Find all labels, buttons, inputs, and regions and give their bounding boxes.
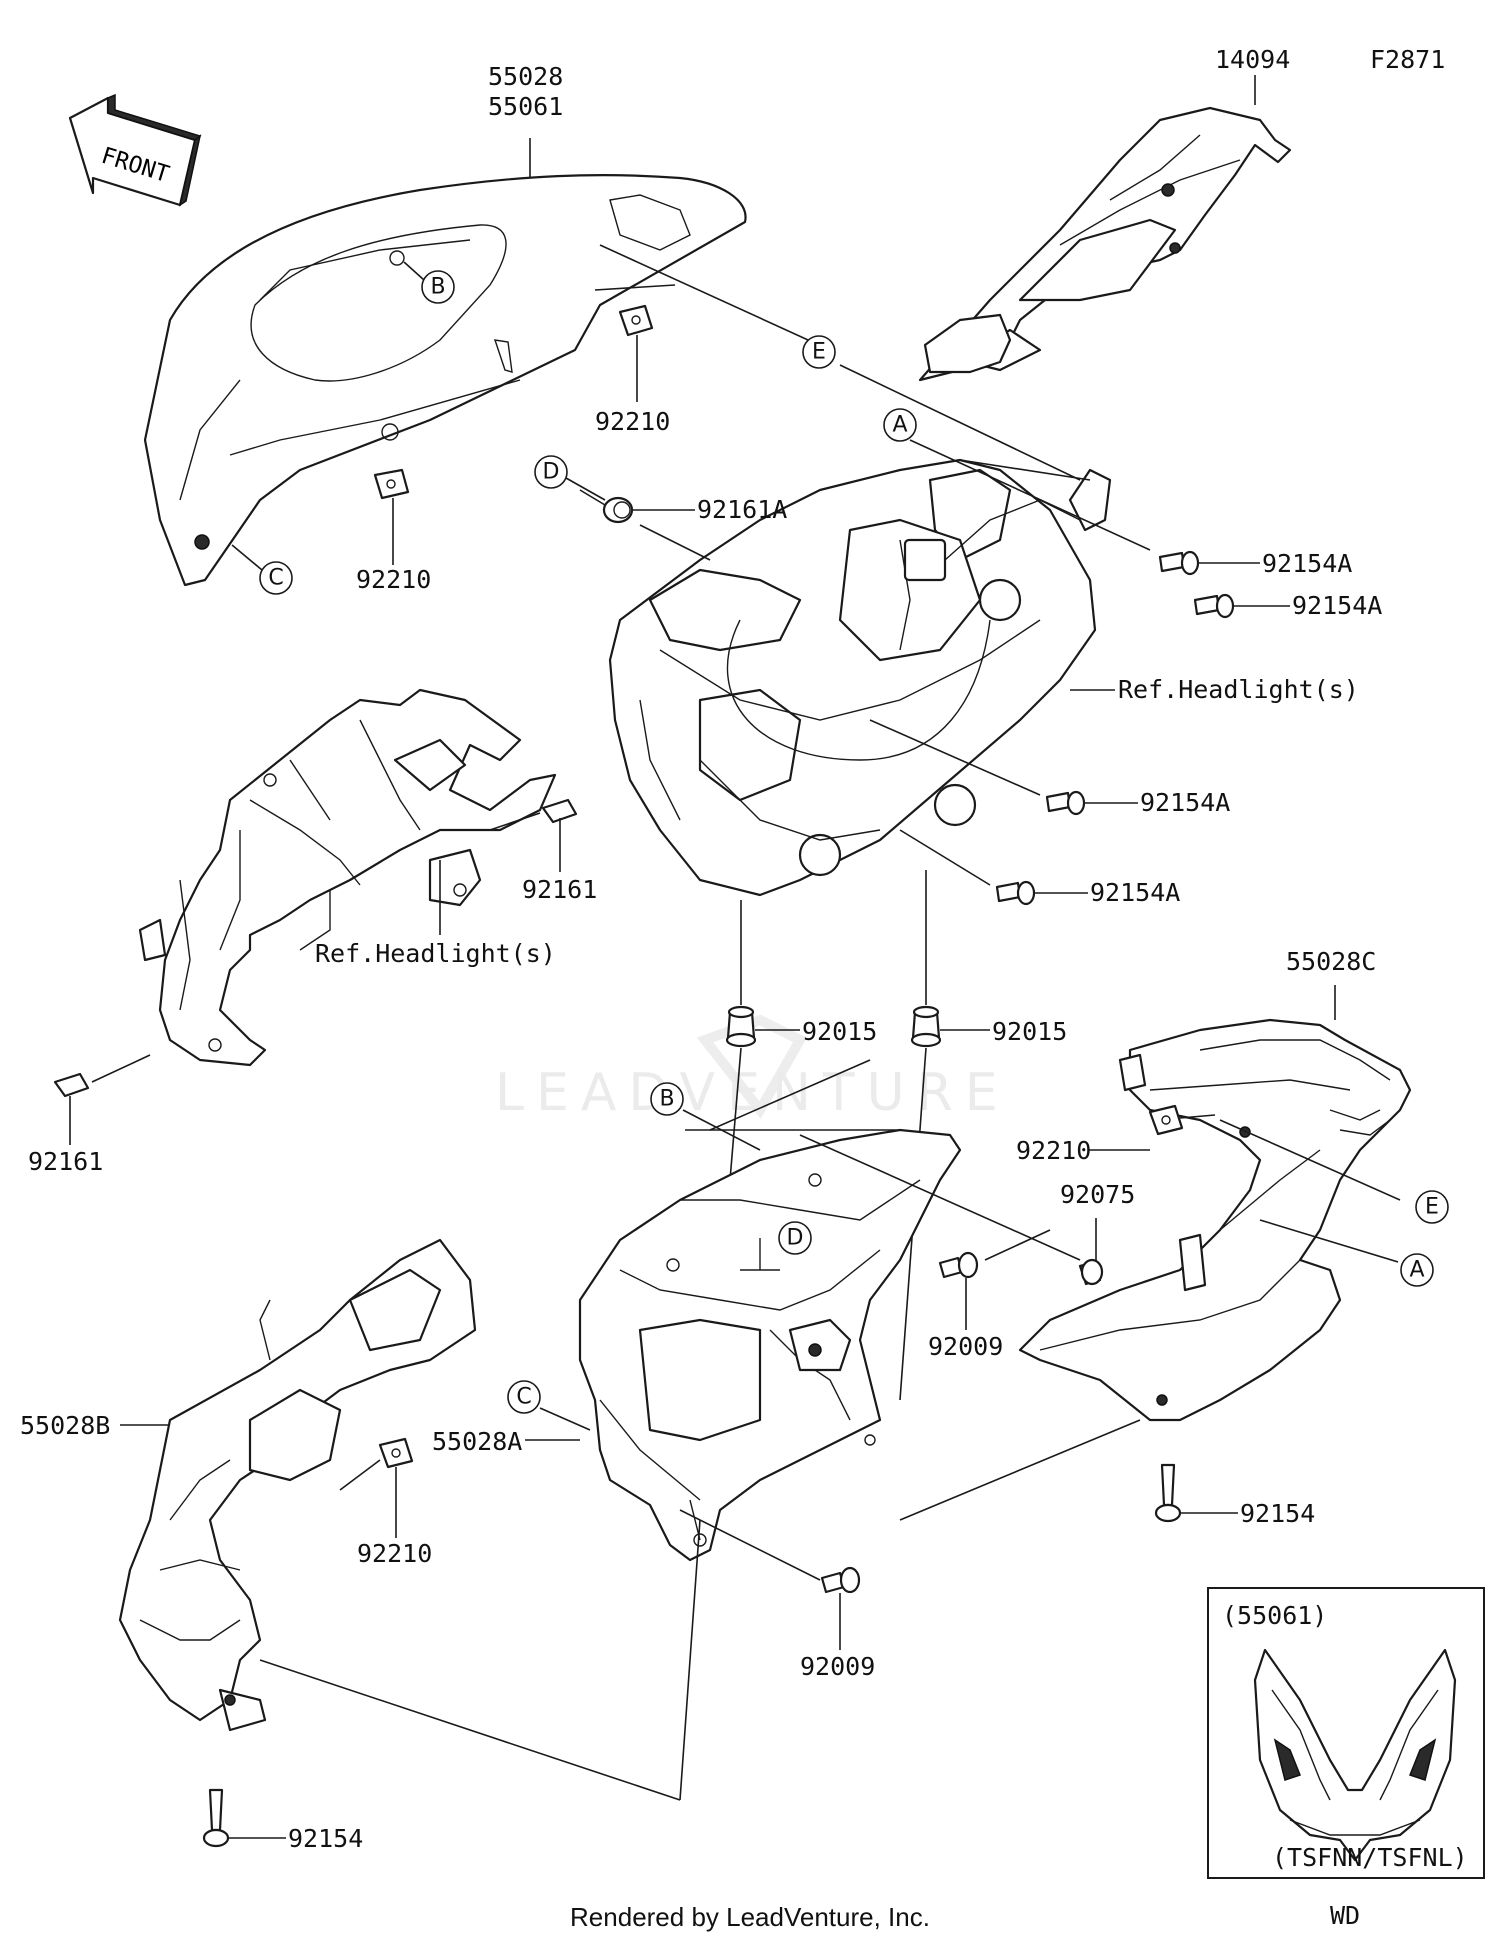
label-bolt-right: 92154 — [1240, 1499, 1315, 1528]
collar-92015-1 — [725, 1005, 757, 1048]
label-screw-a3: 92154A — [1140, 788, 1230, 817]
label-right-cowl: 55028C — [1286, 947, 1376, 976]
label-screw-a4: 92154A — [1090, 878, 1180, 907]
svg-text:C: C — [268, 566, 283, 591]
label-upper-cowl-a: 55028 — [488, 62, 563, 91]
upper-cowl — [143, 174, 747, 587]
label-screw-a2: 92154A — [1292, 591, 1382, 620]
grommet-92161a — [602, 496, 634, 524]
label-inner-cowl: 55028A — [432, 1427, 522, 1456]
inset-title: (55061) — [1222, 1601, 1327, 1630]
label-ref-headlight-2: Ref.Headlight(s) — [315, 939, 556, 968]
label-bolt-left: 92154 — [288, 1824, 363, 1853]
screw-92154a-1 — [1158, 550, 1200, 576]
headlight-assembly — [608, 458, 1112, 897]
inner-cowl — [578, 1128, 962, 1562]
label-bracket-clip-1: 92161 — [522, 875, 597, 904]
svg-text:A: A — [1409, 1258, 1424, 1283]
svg-text:B: B — [659, 1087, 674, 1112]
svg-text:D: D — [787, 1226, 804, 1251]
label-nut-3: 92210 — [1016, 1136, 1091, 1165]
label-screw-low: 92009 — [800, 1652, 875, 1681]
callout-B-top: B — [421, 270, 455, 304]
svg-text:E: E — [812, 340, 826, 365]
footer-credit: Rendered by LeadVenture, Inc. — [570, 1902, 930, 1932]
inset-caption: WD — [1330, 1901, 1360, 1930]
screw-92154a-2 — [1193, 593, 1235, 619]
label-screw-mid: 92009 — [928, 1332, 1003, 1361]
label-nut-1: 92210 — [595, 407, 670, 436]
label-screw-a1: 92154A — [1262, 549, 1352, 578]
bolt-92154-right — [1154, 1463, 1182, 1523]
screw-92154a-4 — [995, 880, 1036, 906]
callout-D-mid: D — [778, 1221, 812, 1255]
label-clip-2: 92161 — [28, 1147, 103, 1176]
screw-92154a-3 — [1045, 790, 1086, 816]
callout-E-right: E — [1415, 1190, 1449, 1224]
left-side-cowl — [118, 1238, 477, 1732]
bolt-92154-left — [202, 1788, 230, 1848]
callout-B-mid: B — [650, 1082, 684, 1116]
label-upper-cowl-b: 55061 — [488, 92, 563, 121]
collar-92015-2 — [910, 1005, 942, 1048]
top-cover — [918, 106, 1292, 382]
svg-text:A: A — [892, 413, 907, 438]
clip-92075 — [1078, 1258, 1104, 1286]
label-clip-3: 92075 — [1060, 1180, 1135, 1209]
svg-text:D: D — [543, 460, 560, 485]
callout-E-top: E — [802, 335, 836, 369]
front-arrow-icon: FRONT — [68, 93, 202, 207]
label-collar-1: 92015 — [802, 1017, 877, 1046]
callout-D-top: D — [534, 455, 568, 489]
label-nut-2: 92210 — [356, 565, 431, 594]
callout-A-top: A — [883, 408, 917, 442]
label-grommet-d: 92161A — [697, 495, 787, 524]
label-left-cowl: 55028B — [20, 1411, 110, 1440]
callout-C-mid: C — [507, 1380, 541, 1414]
svg-text:C: C — [516, 1385, 531, 1410]
right-side-cowl — [1018, 1018, 1412, 1422]
nut-92210-b — [373, 468, 410, 500]
screw-92009-mid — [938, 1251, 979, 1279]
label-ref-headlight-1: Ref.Headlight(s) — [1118, 675, 1359, 704]
label-nut-4: 92210 — [357, 1539, 432, 1568]
svg-text:B: B — [430, 275, 445, 300]
screw-92009-low — [820, 1566, 861, 1594]
clip-92161-2 — [53, 1072, 90, 1098]
diagram-code: F2871 — [1370, 45, 1445, 74]
clip-92161-1 — [541, 798, 578, 824]
inset-box: (55061) (TSFNN/TSFNL) — [1207, 1587, 1485, 1879]
nut-92210-c — [1148, 1104, 1184, 1136]
watermark: LEADVENTURE — [495, 1014, 1010, 1123]
callout-A-right: A — [1400, 1253, 1434, 1287]
svg-text:LEADVENTURE: LEADVENTURE — [495, 1063, 1010, 1123]
label-collar-2: 92015 — [992, 1017, 1067, 1046]
nut-92210-a — [618, 304, 654, 337]
svg-text:E: E — [1425, 1195, 1439, 1220]
label-top-cover: 14094 — [1215, 45, 1290, 74]
inset-models: (TSFNN/TSFNL) — [1272, 1843, 1468, 1872]
callout-C-top: C — [259, 561, 293, 595]
headlight-bracket — [138, 688, 557, 1067]
nut-92210-d — [378, 1437, 414, 1469]
